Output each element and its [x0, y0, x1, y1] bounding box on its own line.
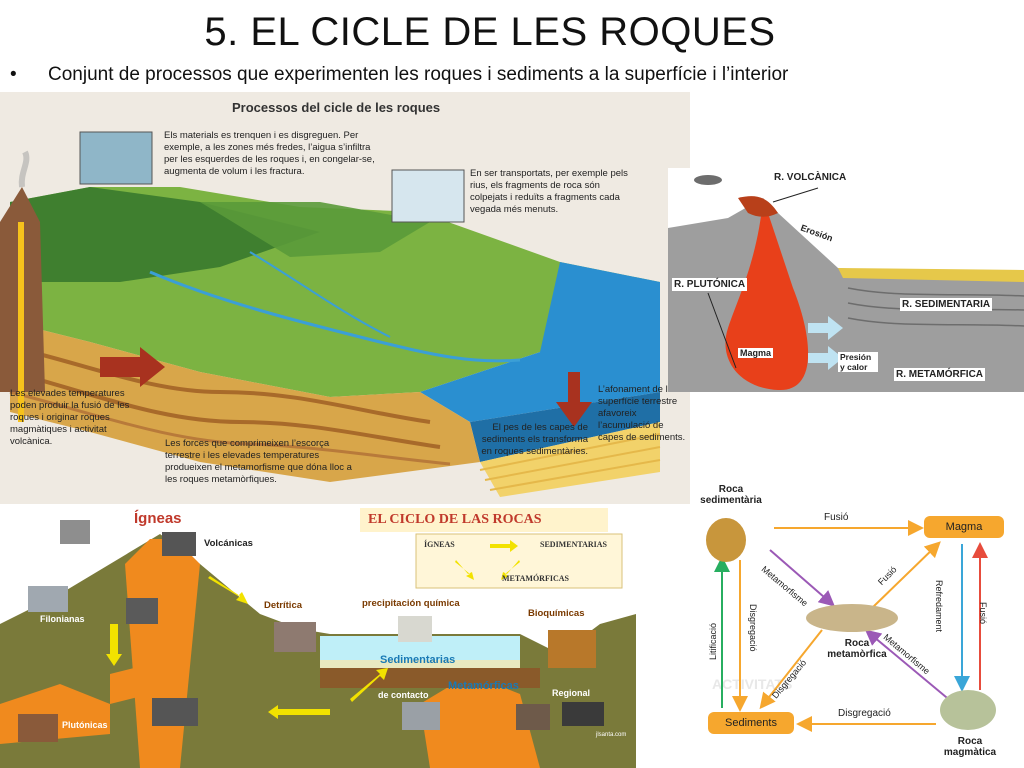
cycle-arrows [706, 518, 996, 732]
metamorficas-label: Metamórficas [448, 680, 519, 692]
subsidence-caption: L’afonament de la superfície terrestre a… [598, 384, 686, 443]
ciclo-credit: jlsanta.com [596, 732, 627, 738]
bioquimicas-label: Bioquímicas [528, 608, 585, 619]
legend-igneas: ÍGNEAS [424, 540, 455, 549]
bullet-dot: • [10, 64, 17, 85]
detritica-label: Detrítica [264, 600, 303, 611]
cycle-panel: ACTIVITATS Roca sedimentària Magma Roca … [692, 480, 1024, 768]
node-roca-metamorfica: Roca metamòrfica [827, 638, 887, 660]
slide-title: 5. EL CICLE DE LES ROQUES [204, 10, 776, 54]
ciclo-panel: EL CICLO DE LAS ROCAS Ígneas Volcánicas … [0, 504, 636, 768]
de-contacto-label: de contacto [378, 690, 429, 700]
regional-label: Regional [552, 688, 591, 698]
volcanicas-label: Volcánicas [204, 538, 253, 549]
precipitacion-label: precipitación química [362, 598, 460, 609]
metamorphic-caption: Les forces que comprimeixen l’escorça te… [165, 438, 352, 485]
edge-fusio-top: Fusió [824, 512, 849, 523]
sediment-weight-caption: El pes de les capes de sediments els tra… [481, 422, 588, 457]
magma-label: Magma [738, 348, 774, 358]
filonianas-label: Filonianas [40, 614, 85, 624]
plutonic-rock-label: R. PLUTÓNICA [672, 278, 748, 291]
cross-section-panel: R. VOLCÀNICA Erosión R. PLUTÓNICA R. SED… [668, 168, 1024, 392]
edge-disgregacio-left: Disgregació [748, 604, 758, 652]
landscape-heading: Processos del cicle de les roques [232, 100, 441, 115]
ciclo-illustration [0, 508, 636, 768]
volcanic-caption: Les elevades temperatures poden produir … [10, 388, 130, 447]
node-roca-magmatica: Roca magmàtica [943, 736, 997, 758]
edge-disgregacio-bottom: Disgregació [838, 708, 891, 719]
ciclo-title: EL CICLO DE LAS ROCAS [368, 512, 542, 527]
node-sediments: Sediments [708, 712, 794, 734]
sedimentary-rock-label: R. SEDIMENTARIA [900, 298, 993, 311]
node-roca-sedimentaria: Roca sedimentària [700, 484, 762, 506]
volcanic-rock-label: R. VOLCÀNICA [774, 172, 847, 183]
igneas-heading: Ígneas [134, 510, 182, 527]
cross-section-illustration [668, 175, 1024, 392]
sedimentarias-label: Sedimentarias [380, 654, 456, 666]
edge-refredament: Refredament [934, 580, 944, 633]
legend-metamorficas: METAMÓRFICAS [502, 574, 569, 583]
plutonicas-label: Plutónicas [62, 720, 108, 730]
edge-fusio-right: Fusió [978, 602, 988, 625]
transport-caption: En ser transportats, per exemple pels ri… [470, 168, 628, 215]
pressure-heat-label: Presión y calor [838, 352, 878, 372]
landscape-illustration [0, 92, 690, 504]
edge-litificacio: Litificació [708, 622, 718, 660]
cycle-background-text: ACTIVITATS [712, 676, 793, 692]
landscape-panel: Processos del cicle de les roques Els ma… [0, 92, 690, 504]
legend-sedimentarias: SEDIMENTARIAS [540, 540, 607, 549]
slide-subtitle: Conjunt de processos que experimenten le… [48, 64, 789, 85]
node-magma: Magma [924, 516, 1004, 538]
metamorphic-rock-label: R. METAMÓRFICA [894, 368, 986, 381]
weathering-caption: Els materials es trenquen i es disgregue… [164, 130, 375, 177]
